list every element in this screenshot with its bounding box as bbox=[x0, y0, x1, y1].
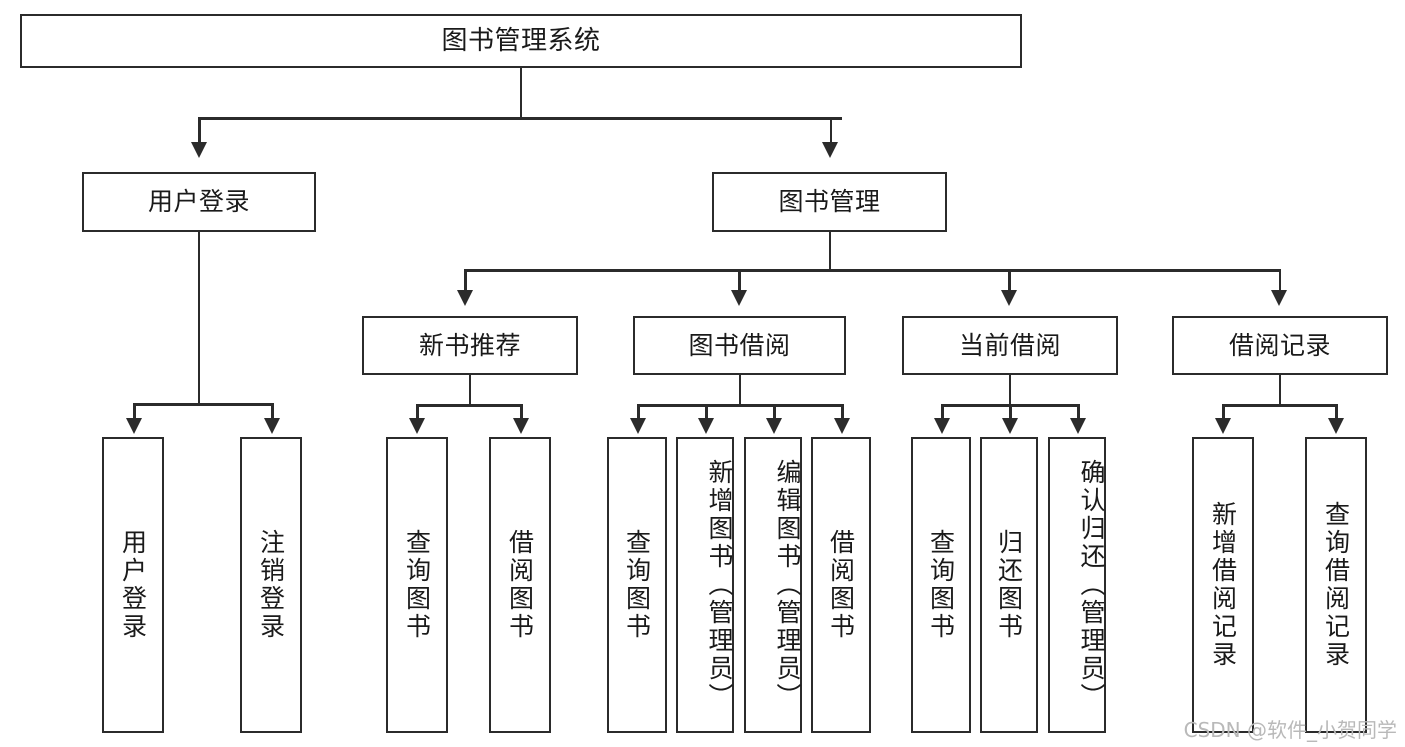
connector-new-book-leaf-1 bbox=[520, 404, 523, 421]
connector-book-borrow-leaf-2 bbox=[773, 404, 776, 421]
connector-to-current-borrow bbox=[1008, 269, 1011, 293]
connector-to-user-login bbox=[198, 117, 201, 145]
arrowhead-new-book-leaf-0 bbox=[409, 418, 425, 434]
connector-current-borrow-leaf-2 bbox=[1077, 404, 1080, 421]
connector-level3-bar bbox=[464, 269, 1281, 272]
connector-new-book-leaf-0 bbox=[416, 404, 419, 421]
arrowhead-current-borrow-leaf-2 bbox=[1070, 418, 1086, 434]
connector-to-borrow-record bbox=[1278, 269, 1281, 293]
connector-to-new-book bbox=[464, 269, 467, 293]
arrowhead-user-login-leaf-0 bbox=[126, 418, 142, 434]
connector-book-manage-stem bbox=[828, 232, 831, 270]
leaf-user-login-logout[interactable]: 注销登录 bbox=[240, 437, 302, 733]
leaf-book-borrow-edit[interactable]: 编辑图书（管理员） bbox=[744, 437, 802, 733]
connector-book-borrow-leaf-0 bbox=[637, 404, 640, 421]
connector-current-borrow-leaf-0 bbox=[941, 404, 944, 421]
arrowhead-borrow-record-leaf-0 bbox=[1215, 418, 1231, 434]
connector-borrow-record-bar bbox=[1222, 404, 1337, 407]
connector-level2-bar bbox=[198, 117, 842, 120]
node-book-borrow[interactable]: 图书借阅 bbox=[633, 316, 846, 375]
arrowhead-book-borrow-leaf-2 bbox=[766, 418, 782, 434]
arrowhead-user-login-leaf-1 bbox=[264, 418, 280, 434]
leaf-current-borrow-return[interactable]: 归还图书 bbox=[980, 437, 1038, 733]
node-root-system[interactable]: 图书管理系统 bbox=[20, 14, 1022, 68]
arrowhead-new-book-leaf-1 bbox=[513, 418, 529, 434]
arrowhead-to-user-login bbox=[191, 142, 207, 158]
connector-user-login-leaf-0 bbox=[133, 403, 136, 421]
leaf-borrow-record-add[interactable]: 新增借阅记录 bbox=[1192, 437, 1254, 733]
connector-book-borrow-bar bbox=[637, 404, 842, 407]
leaf-current-borrow-query[interactable]: 查询图书 bbox=[911, 437, 971, 733]
arrowhead-borrow-record-leaf-1 bbox=[1328, 418, 1344, 434]
connector-to-book-borrow bbox=[738, 269, 741, 293]
node-book-manage[interactable]: 图书管理 bbox=[712, 172, 947, 232]
leaf-book-borrow-add[interactable]: 新增图书（管理员） bbox=[676, 437, 734, 733]
connector-book-borrow-leaf-3 bbox=[841, 404, 844, 421]
arrowhead-to-current-borrow bbox=[1001, 290, 1017, 306]
connector-root-stem bbox=[519, 68, 522, 118]
connector-user-login-bar bbox=[133, 403, 273, 406]
arrowhead-book-borrow-leaf-0 bbox=[630, 418, 646, 434]
connector-book-borrow-leaf-1 bbox=[705, 404, 708, 421]
connector-borrow-record-stem bbox=[1278, 375, 1281, 405]
arrowhead-to-book-borrow bbox=[731, 290, 747, 306]
node-borrow-record[interactable]: 借阅记录 bbox=[1172, 316, 1388, 375]
connector-user-login-leaf-1 bbox=[271, 403, 274, 421]
arrowhead-book-borrow-leaf-3 bbox=[834, 418, 850, 434]
leaf-new-book-query[interactable]: 查询图书 bbox=[386, 437, 448, 733]
connector-user-login-stem bbox=[197, 232, 200, 404]
connector-current-borrow-stem bbox=[1008, 375, 1011, 405]
connector-book-borrow-stem bbox=[738, 375, 741, 405]
connector-borrow-record-leaf-1 bbox=[1335, 404, 1338, 421]
arrowhead-to-new-book bbox=[457, 290, 473, 306]
arrowhead-to-borrow-record bbox=[1271, 290, 1287, 306]
arrowhead-book-borrow-leaf-1 bbox=[698, 418, 714, 434]
node-new-book[interactable]: 新书推荐 bbox=[362, 316, 578, 375]
leaf-book-borrow-borrow[interactable]: 借阅图书 bbox=[811, 437, 871, 733]
leaf-current-borrow-confirm[interactable]: 确认归还（管理员） bbox=[1048, 437, 1106, 733]
connector-new-book-stem bbox=[468, 375, 471, 405]
arrowhead-to-book-manage bbox=[822, 142, 838, 158]
arrowhead-current-borrow-leaf-0 bbox=[934, 418, 950, 434]
connector-to-book-manage bbox=[829, 117, 832, 145]
arrowhead-current-borrow-leaf-1 bbox=[1002, 418, 1018, 434]
connector-borrow-record-leaf-0 bbox=[1222, 404, 1225, 421]
leaf-new-book-borrow[interactable]: 借阅图书 bbox=[489, 437, 551, 733]
node-user-login[interactable]: 用户登录 bbox=[82, 172, 316, 232]
leaf-borrow-record-query[interactable]: 查询借阅记录 bbox=[1305, 437, 1367, 733]
connector-new-book-bar bbox=[416, 404, 522, 407]
connector-current-borrow-leaf-1 bbox=[1009, 404, 1012, 421]
node-current-borrow[interactable]: 当前借阅 bbox=[902, 316, 1118, 375]
leaf-book-borrow-query[interactable]: 查询图书 bbox=[607, 437, 667, 733]
leaf-user-login-login[interactable]: 用户登录 bbox=[102, 437, 164, 733]
